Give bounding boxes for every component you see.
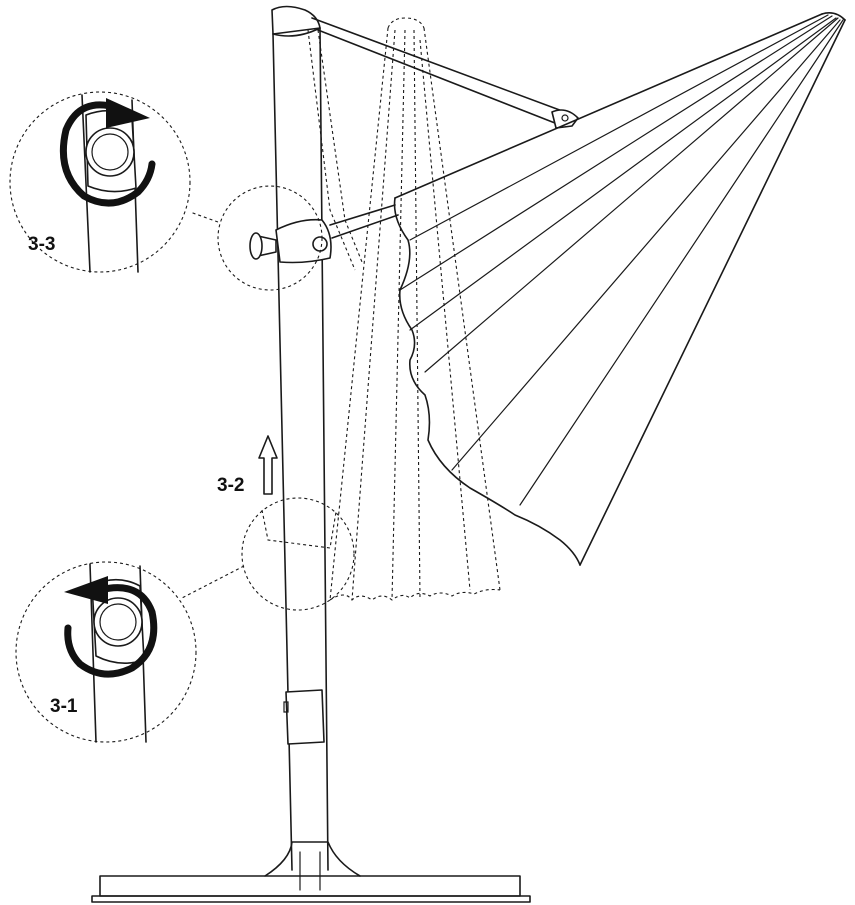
detail-circle-3-3 bbox=[9, 91, 323, 291]
step-label-3-3: 3-3 bbox=[28, 234, 55, 255]
rotate-clockwise-arrow-icon bbox=[59, 98, 156, 207]
pole-collar bbox=[283, 689, 325, 745]
rotate-counterclockwise-arrow-icon bbox=[64, 576, 158, 678]
cross-arm bbox=[311, 17, 579, 129]
closed-canopy-dashed bbox=[307, 17, 501, 601]
open-canopy bbox=[329, 12, 846, 566]
umbrella-base bbox=[91, 841, 531, 903]
up-arrow-icon bbox=[258, 435, 278, 495]
step-label-3-2: 3-2 bbox=[217, 475, 244, 496]
step-label-3-1: 3-1 bbox=[50, 696, 78, 717]
